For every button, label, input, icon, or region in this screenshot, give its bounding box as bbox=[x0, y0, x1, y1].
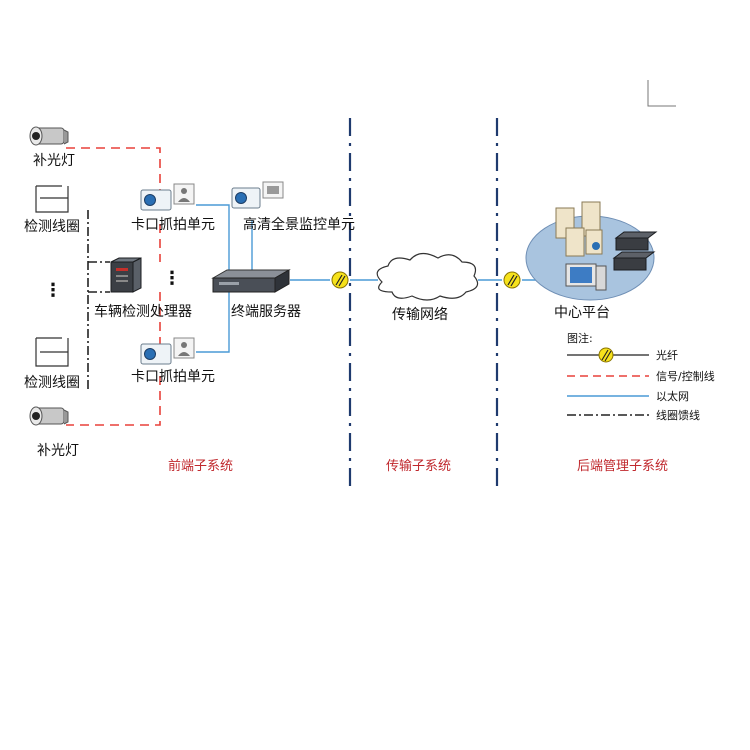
center-platform-icon bbox=[525, 201, 658, 301]
center-label: 中心平台 bbox=[554, 305, 610, 321]
subsystem-transmission-label: 传输子系统 bbox=[386, 458, 451, 474]
coil-top-label: 检测线圈 bbox=[24, 219, 80, 235]
legend-label-ethernet: 以太网 bbox=[656, 390, 689, 403]
vehicle-detector-icon bbox=[110, 257, 142, 293]
signal-control-lines bbox=[66, 147, 161, 426]
hd-camera-label: 高清全景监控单元 bbox=[243, 216, 355, 233]
server-label: 终端服务器 bbox=[231, 304, 301, 320]
corner-mark bbox=[647, 80, 676, 107]
legend-label-coil-feed: 线圈馈线 bbox=[656, 408, 700, 422]
terminal-server-icon bbox=[211, 269, 291, 293]
detection-coil-icon bbox=[35, 337, 69, 367]
fill-light-icon bbox=[29, 126, 69, 146]
ellipsis-mid: ⋮ bbox=[163, 268, 181, 289]
light-top-label: 补光灯 bbox=[33, 153, 75, 169]
light-bottom-label: 补光灯 bbox=[37, 443, 79, 459]
legend-title: 图注: bbox=[567, 331, 593, 345]
network-label: 传输网络 bbox=[392, 307, 448, 323]
subsystem-front-label: 前端子系统 bbox=[168, 458, 233, 474]
camera-top-label: 卡口抓拍单元 bbox=[131, 217, 215, 233]
capture-camera-icon bbox=[140, 337, 195, 365]
capture-camera-icon bbox=[140, 183, 195, 211]
network-cloud-icon bbox=[376, 252, 479, 301]
fiber-symbol-2 bbox=[503, 271, 521, 289]
legend: 图注: 光纤 信号/控制线 以太网 线圈馈线 bbox=[567, 331, 715, 422]
coil-feed-lines bbox=[87, 210, 110, 390]
processor-label: 车辆检测处理器 bbox=[94, 303, 192, 320]
ellipsis-left: ⋮ bbox=[44, 280, 62, 301]
detection-coil-icon bbox=[35, 185, 69, 213]
coil-bottom-label: 检测线圈 bbox=[24, 375, 80, 391]
hd-panoramic-camera-icon bbox=[231, 181, 284, 209]
camera-bottom-label: 卡口抓拍单元 bbox=[131, 369, 215, 385]
subsystem-backend-label: 后端管理子系统 bbox=[577, 459, 668, 474]
subsystem-dividers bbox=[348, 118, 499, 488]
fill-light-icon bbox=[29, 406, 69, 426]
legend-label-fiber: 光纤 bbox=[656, 348, 678, 362]
legend-label-signal: 信号/控制线 bbox=[656, 369, 715, 383]
fiber-symbol-1 bbox=[331, 271, 349, 289]
